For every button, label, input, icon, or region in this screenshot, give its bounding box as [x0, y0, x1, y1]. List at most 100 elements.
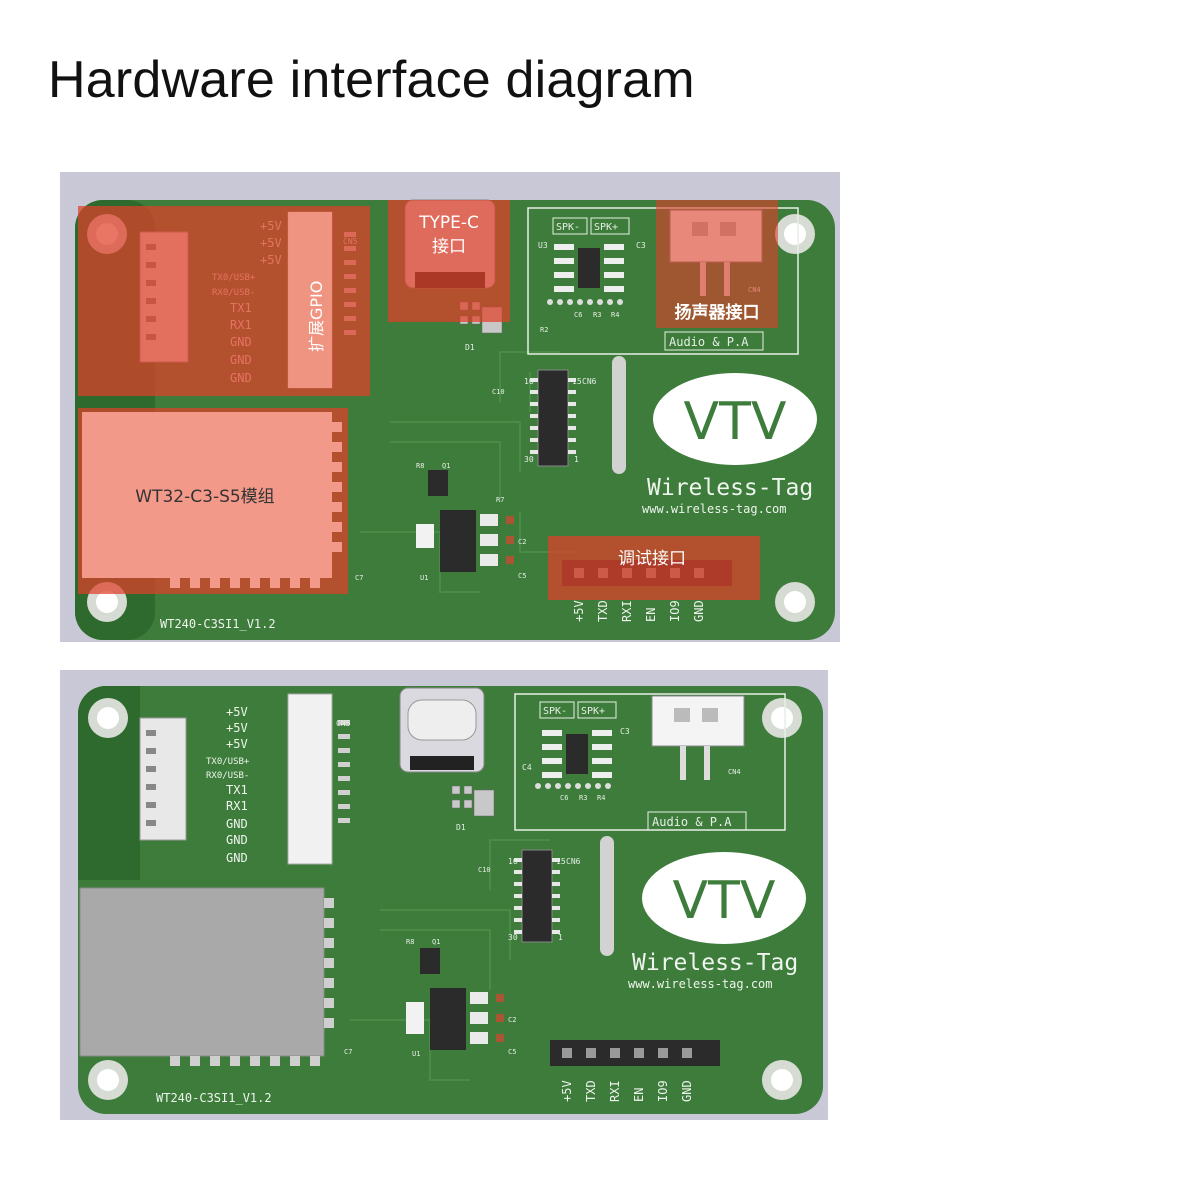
c3-label: C3 — [636, 241, 646, 250]
brand-name-2: Wireless-Tag — [632, 950, 798, 976]
brand-url-2: www.wireless-tag.com — [628, 977, 773, 991]
highlight-speaker — [656, 200, 778, 328]
board-slot-2 — [600, 836, 614, 956]
c10-label-2: C10 — [478, 866, 491, 874]
module-label: WT32-C3-S5模组 — [135, 487, 274, 507]
u3-label: U3 — [538, 241, 548, 250]
pin-label: RX0/USB- — [206, 771, 249, 781]
pin-label: TX0/USB+ — [206, 757, 250, 767]
n1-label: 1 — [574, 455, 579, 464]
fpc-30pin-connector — [537, 369, 569, 467]
debug-pin-label: IO9 — [668, 600, 682, 622]
c7-label: C7 — [355, 574, 363, 582]
c3-label-2: C3 — [620, 727, 630, 736]
spk-minus-label-2: SPK- — [543, 706, 567, 717]
pin-label: GND — [226, 851, 248, 865]
pin-label: +5V — [226, 737, 248, 751]
speaker-label: 扬声器接口 — [675, 302, 760, 323]
pin-label: GND — [226, 833, 248, 847]
c5-label-2: C5 — [508, 1048, 516, 1056]
r8-label: R8 — [416, 462, 424, 470]
typec-label: TYPE-C — [418, 213, 479, 233]
cn4-label-2: CN4 — [728, 768, 741, 776]
debug-pin-label: IO9 — [656, 1080, 670, 1102]
brand-url: www.wireless-tag.com — [642, 502, 787, 516]
debug-pin-labels-2: +5V TXD RXI EN IO9 GND — [560, 1080, 694, 1102]
highlight-debug — [548, 536, 760, 600]
typec-label-2: 接口 — [432, 237, 466, 257]
plain-board-panel: +5V +5V +5V TX0/USB+ RX0/USB- TX1 RX1 GN… — [60, 670, 828, 1120]
d1-label: D1 — [465, 343, 475, 352]
debug-pin-label: EN — [632, 1088, 646, 1102]
mounting-hole-bl-2 — [88, 1060, 128, 1100]
debug-pin-label: GND — [692, 600, 706, 622]
debug-pin-label: +5V — [572, 600, 586, 622]
annotated-board-panel: +5V +5V +5V TX0/USB+ RX0/USB- TX1 RX1 GN… — [60, 172, 840, 642]
spk-minus-label: SPK- — [556, 222, 580, 233]
n15-label: 15 — [572, 377, 582, 386]
logo-mark: VTV — [684, 392, 787, 452]
c2-label: C2 — [518, 538, 526, 546]
logo-ellipse-2 — [642, 852, 806, 944]
n15-label-2: 15 — [556, 857, 566, 866]
regulator-u1-2 — [430, 988, 466, 1050]
logo-ellipse — [653, 373, 817, 465]
speaker-connector-2 — [651, 695, 745, 747]
debug-pin-label: RXI — [608, 1080, 622, 1102]
page-title: Hardware interface diagram — [48, 51, 695, 109]
debug-pin-label: TXD — [584, 1080, 598, 1102]
c10-label: C10 — [492, 388, 505, 396]
spk-plus-label: SPK+ — [594, 222, 618, 233]
mounting-hole-tl-2 — [88, 698, 128, 738]
r2-label: R2 — [540, 326, 548, 334]
cn6-label: CN6 — [582, 377, 597, 386]
regulator-u1 — [440, 510, 476, 572]
board-name-2: WT240-C3SI1_V1.2 — [156, 1091, 272, 1105]
debug-pin-labels: +5V TXD RXI EN IO9 GND — [572, 600, 706, 622]
r3-label-2: R3 — [579, 794, 587, 802]
cn5-label-2: CN5 — [336, 719, 351, 728]
highlight-gpio — [288, 212, 332, 388]
gpio-label: 扩展GPIO — [307, 281, 326, 352]
spk-plus-label-2: SPK+ — [581, 706, 605, 717]
n1-label-2: 1 — [558, 933, 563, 942]
annotated-board-svg: +5V +5V +5V TX0/USB+ RX0/USB- TX1 RX1 GN… — [75, 199, 835, 640]
audio-pa-label-2: Audio & P.A — [652, 815, 732, 829]
d1-label-2: D1 — [456, 823, 466, 832]
pin-label: TX1 — [226, 783, 248, 797]
highlight-typec — [388, 200, 510, 322]
mounting-hole-br-2 — [762, 1060, 802, 1100]
u1-label: U1 — [420, 574, 428, 582]
debug-pin-label: EN — [644, 608, 658, 622]
plain-board-svg: +5V +5V +5V TX0/USB+ RX0/USB- TX1 RX1 GN… — [78, 686, 823, 1114]
n16-label-2: 16 — [508, 857, 518, 866]
c7-label-2: C7 — [344, 1048, 352, 1056]
debug-pin-label: GND — [680, 1080, 694, 1102]
r8-label-2: R8 — [406, 938, 414, 946]
power-pin-labels-2: +5V +5V +5V TX0/USB+ RX0/USB- TX1 RX1 GN… — [206, 705, 250, 865]
mounting-hole-br — [775, 582, 815, 622]
debug-pin-label: +5V — [560, 1080, 574, 1102]
c6-label-2: C6 — [560, 794, 568, 802]
wireless-module — [79, 887, 325, 1057]
r4-label: R4 — [611, 311, 619, 319]
debug-pin-label: RXI — [620, 600, 634, 622]
transistor-q1-2 — [420, 948, 440, 974]
q1-label: Q1 — [442, 462, 450, 470]
c5-label: C5 — [518, 572, 526, 580]
pin-label: +5V — [226, 721, 248, 735]
pin-label: +5V — [226, 705, 248, 719]
pin-label: RX1 — [226, 799, 248, 813]
c6-label: C6 — [574, 311, 582, 319]
mounting-hole-tr-2 — [762, 698, 802, 738]
c4-label-2: C4 — [522, 763, 532, 772]
transistor-q1 — [428, 470, 448, 496]
pin-label: GND — [226, 817, 248, 831]
r7-label: R7 — [496, 496, 504, 504]
r4-label-2: R4 — [597, 794, 605, 802]
n16-label: 16 — [524, 377, 534, 386]
audio-pa-label: Audio & P.A — [669, 335, 749, 349]
u1-label-2: U1 — [412, 1050, 420, 1058]
board-slot — [612, 356, 626, 474]
cn6-label-2: CN6 — [566, 857, 581, 866]
